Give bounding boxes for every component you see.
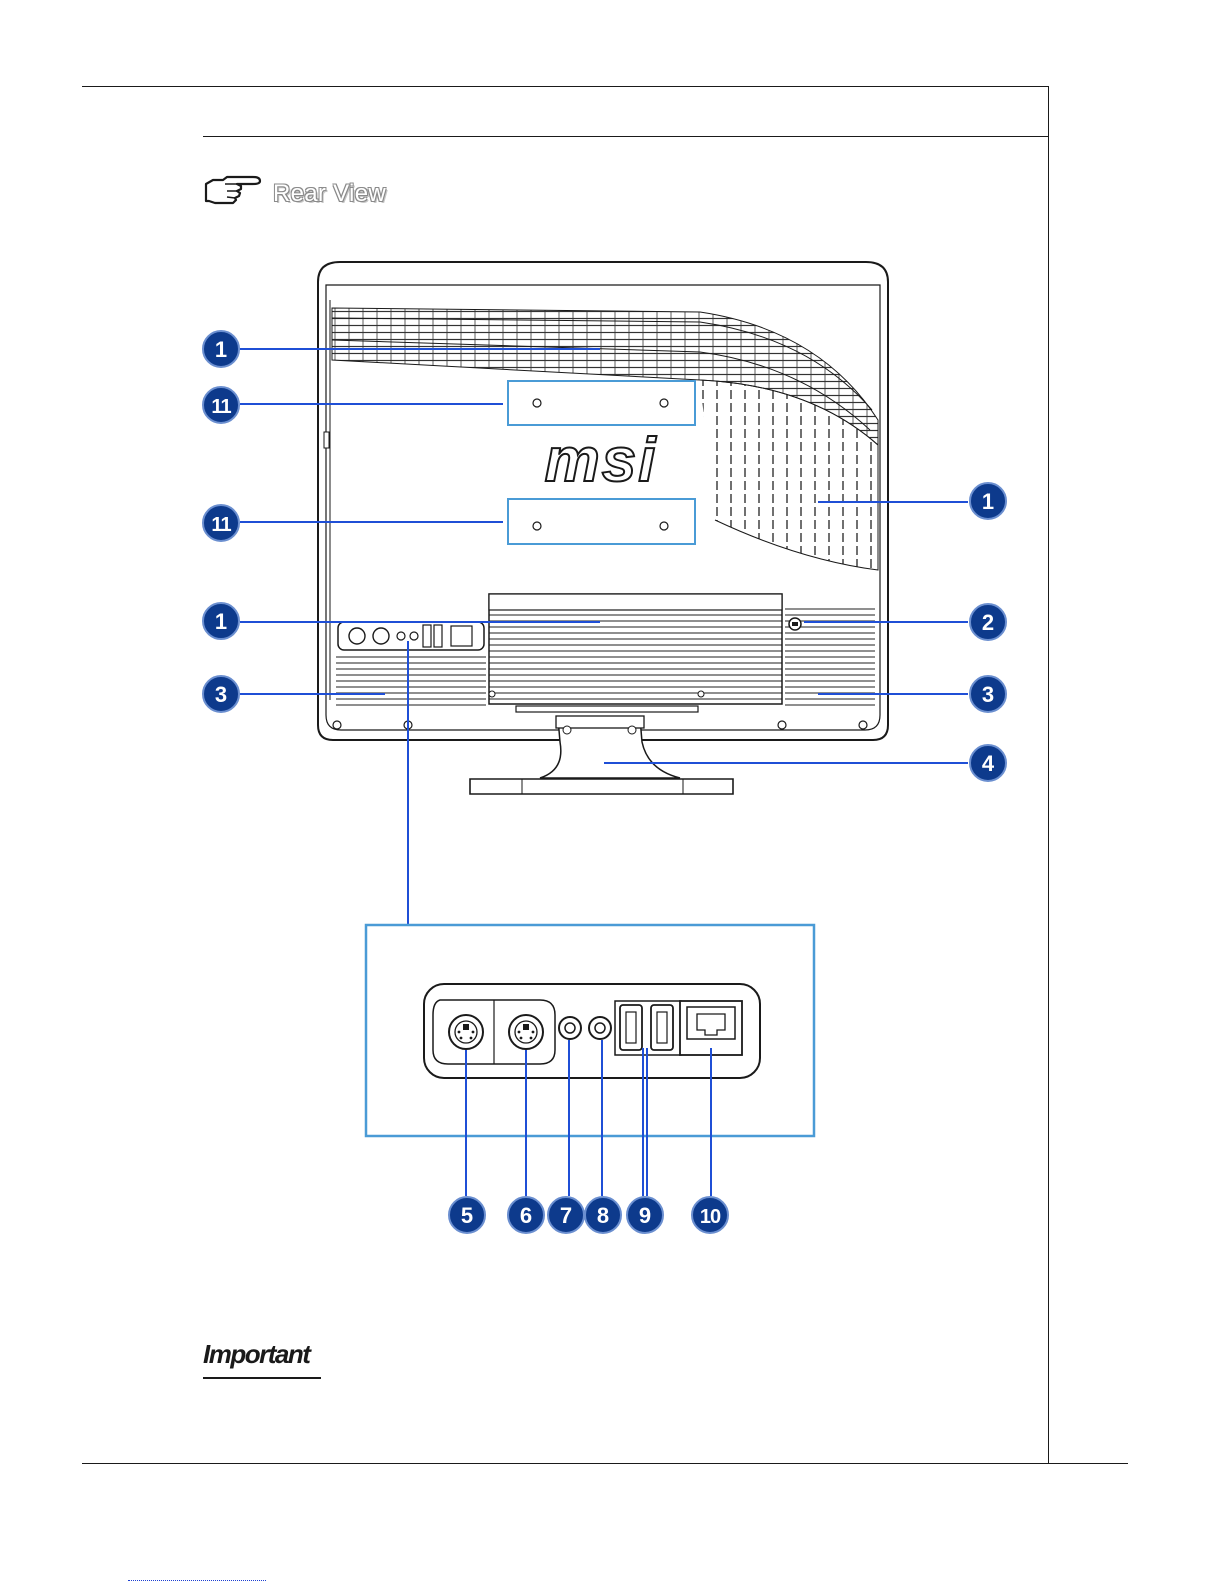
lower-vent-panel [489, 594, 782, 704]
callout-badge-port-audio-b: 8 [585, 1197, 621, 1233]
svg-text:1: 1 [215, 337, 227, 362]
svg-text:10: 10 [700, 1206, 721, 1228]
callout-badge-port-usb: 9 [627, 1197, 663, 1233]
callout-badge-stand: 4 [970, 745, 1006, 781]
important-underline [203, 1377, 321, 1379]
svg-text:1: 1 [982, 489, 994, 514]
callout-badge-port-keyboard: 6 [508, 1197, 544, 1233]
msi-logo: msi [545, 426, 658, 495]
svg-text:11: 11 [211, 396, 231, 418]
io-panel-enlarged [424, 984, 760, 1078]
svg-text:3: 3 [982, 682, 994, 707]
svg-text:7: 7 [560, 1203, 572, 1228]
callout-badge-vent-lower: 1 [203, 603, 239, 639]
callout-badge-port-audio-a: 7 [548, 1197, 584, 1233]
important-label: Important [203, 1339, 309, 1370]
svg-text:4: 4 [982, 751, 995, 776]
callout-badge-speaker-right: 3 [970, 676, 1006, 712]
speaker-grill-left [336, 652, 486, 710]
callout-badge-port-lan: 10 [692, 1197, 728, 1233]
callout-badge-speaker-left: 3 [203, 676, 239, 712]
svg-text:6: 6 [520, 1203, 532, 1228]
callout-badge-vesa-lower: 11 [203, 505, 239, 541]
callout-badge-lock-slot: 2 [970, 604, 1006, 640]
svg-text:1: 1 [215, 609, 227, 634]
svg-text:2: 2 [982, 610, 994, 635]
io-panel-small [338, 622, 484, 650]
svg-text:3: 3 [215, 682, 227, 707]
svg-text:8: 8 [597, 1203, 609, 1228]
callout-badge-port-mouse: 5 [449, 1197, 485, 1233]
svg-text:5: 5 [461, 1203, 473, 1228]
callout-badge-vesa-upper: 11 [203, 387, 239, 423]
callout-badge-vent-right: 1 [970, 483, 1006, 519]
svg-text:9: 9 [639, 1203, 651, 1228]
callout-badge-vent-top: 1 [203, 331, 239, 367]
kensington-lock-slot [789, 618, 801, 630]
svg-text:11: 11 [211, 514, 231, 536]
